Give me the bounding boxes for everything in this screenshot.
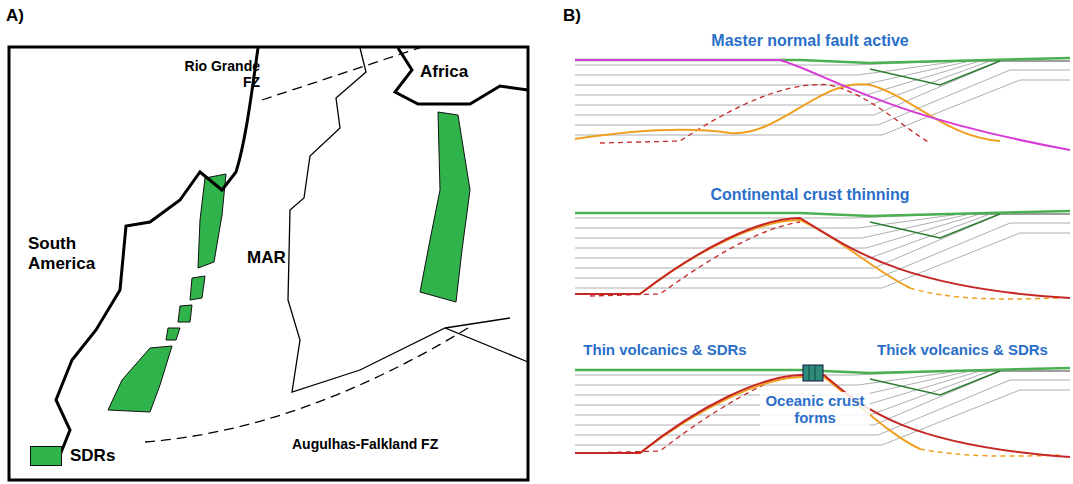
panel-letter: B): [563, 6, 603, 26]
stage-title: Thin volcanics & SDRs: [565, 341, 765, 358]
strata-line: [575, 214, 1070, 268]
cross-section: [575, 365, 1070, 457]
strata-line: [575, 233, 1070, 288]
stage-title: Master normal fault active: [680, 32, 940, 50]
legend-text: SDRs: [70, 446, 115, 466]
strata-line: [575, 214, 1070, 258]
panel-letter: A): [6, 6, 46, 26]
stage-title: Continental crust thinning: [680, 186, 940, 204]
strata-line: [575, 390, 1070, 445]
cross-section: [575, 58, 1070, 150]
cross-section: [575, 211, 1070, 299]
strata-line: [575, 80, 1070, 135]
continent-name: Africa: [420, 62, 490, 82]
strata-line: [575, 61, 1070, 105]
map-frame: [9, 47, 528, 480]
legend-swatch: [30, 446, 62, 466]
fracture-zone-name: Augulhas-Falkland FZ: [292, 436, 502, 452]
strata-line: [575, 61, 1070, 115]
strata-line: [575, 380, 1070, 435]
ridge-name: MAR: [247, 248, 292, 268]
continent-name: South America: [28, 234, 128, 273]
stage-note: Oceanic crust forms: [760, 392, 870, 427]
stage-title: Thick volcanics & SDRs: [860, 341, 1065, 358]
strata-line: [575, 214, 1070, 238]
fracture-zone-name: Rio Grande FZ: [172, 58, 260, 90]
strata-line: [575, 70, 1070, 125]
strata-line: [575, 61, 1070, 85]
map: [56, 46, 528, 460]
legend: SDRs: [30, 446, 115, 466]
